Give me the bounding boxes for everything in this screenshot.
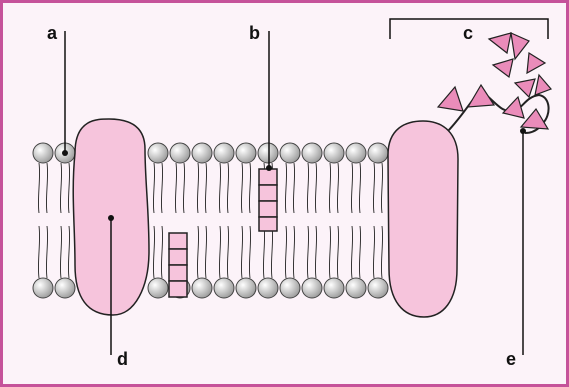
lipid-tail (38, 163, 39, 213)
lipid-tail (241, 226, 242, 278)
phospholipid-head (258, 278, 278, 298)
lipid-tail (307, 226, 308, 278)
lipid-tail (153, 163, 154, 213)
lipid-tail (68, 163, 69, 213)
lipid-tail (285, 163, 286, 213)
sugar-unit (521, 109, 548, 129)
phospholipid-head (324, 278, 344, 298)
lipid-tail (205, 163, 206, 213)
lipid-tail (337, 226, 338, 278)
lipid-tail (197, 226, 198, 278)
lipid-tail (46, 163, 47, 213)
lipid-tail (249, 226, 250, 278)
sugar-unit (503, 97, 524, 118)
lipid-tail (205, 226, 206, 278)
phospholipid-head (33, 143, 53, 163)
lipid-tail (315, 226, 316, 278)
lipid-tail (219, 226, 220, 278)
phospholipid-head (368, 278, 388, 298)
phospholipid-head (192, 278, 212, 298)
label-d: d (117, 349, 128, 369)
sugar-unit (535, 75, 551, 95)
lipid-tail (161, 163, 162, 213)
phospholipid-head (192, 143, 212, 163)
label-c: c (463, 23, 473, 43)
lipid-tail (46, 226, 47, 278)
lipid-tail (293, 226, 294, 278)
lipid-tail (249, 163, 250, 213)
lipid-tail (373, 163, 374, 213)
phospholipid-head (148, 143, 168, 163)
lipid-tail (227, 163, 228, 213)
glycoprotein-body (388, 121, 458, 317)
sugar-unit (527, 53, 545, 73)
lipid-tail (373, 226, 374, 278)
sugar-unit (511, 33, 529, 59)
sugar-unit (438, 87, 463, 111)
phospholipid-head (302, 278, 322, 298)
phospholipid-head (346, 278, 366, 298)
lipid-tail (161, 226, 162, 278)
carbohydrate-chain (438, 33, 551, 133)
lipid-tail (153, 226, 154, 278)
lipid-tail (359, 226, 360, 278)
phospholipid-head (214, 278, 234, 298)
lipid-tail (329, 226, 330, 278)
sugar-unit (489, 33, 511, 53)
sugar-unit (468, 85, 494, 107)
lipid-tail (60, 226, 61, 278)
phospholipid-head (214, 143, 234, 163)
label-b: b (249, 23, 260, 43)
label-e: e (506, 349, 516, 369)
lipid-tail (241, 163, 242, 213)
lipid-tail (307, 163, 308, 213)
phospholipid-head (33, 278, 53, 298)
phospholipid-head (280, 278, 300, 298)
lipid-tail (38, 226, 39, 278)
phospholipid-head (368, 143, 388, 163)
phospholipid-head (302, 143, 322, 163)
lipid-tail (381, 226, 382, 278)
sugar-unit (493, 59, 513, 77)
lipid-tail (351, 226, 352, 278)
lipid-tail (293, 163, 294, 213)
lipid-tail (227, 226, 228, 278)
protein-stack-lower (169, 233, 187, 297)
lipid-tail (329, 163, 330, 213)
phospholipid-head (258, 143, 278, 163)
phospholipid-head (346, 143, 366, 163)
lipid-tail (60, 163, 61, 213)
lipid-tail (351, 163, 352, 213)
lipid-tail (271, 226, 272, 278)
lipid-tail (315, 163, 316, 213)
lipid-tail (68, 226, 69, 278)
lipid-tail (263, 226, 264, 278)
sugar-unit (515, 79, 535, 97)
lipid-tail (285, 226, 286, 278)
lipid-tail (219, 163, 220, 213)
phospholipid-head (55, 278, 75, 298)
phospholipid-head (280, 143, 300, 163)
lipid-tail (359, 163, 360, 213)
phospholipid-head (324, 143, 344, 163)
lipid-tail (175, 163, 176, 213)
cell-membrane-diagram: a b c d e (3, 3, 566, 384)
phospholipid-head (236, 278, 256, 298)
phospholipid-head (170, 143, 190, 163)
protein-stack-b (259, 169, 277, 231)
lipid-tail (337, 163, 338, 213)
lipid-tail (197, 163, 198, 213)
label-a: a (47, 23, 58, 43)
lipid-tail (183, 163, 184, 213)
phospholipid-head (236, 143, 256, 163)
lipid-tail (381, 163, 382, 213)
phospholipid-head (148, 278, 168, 298)
